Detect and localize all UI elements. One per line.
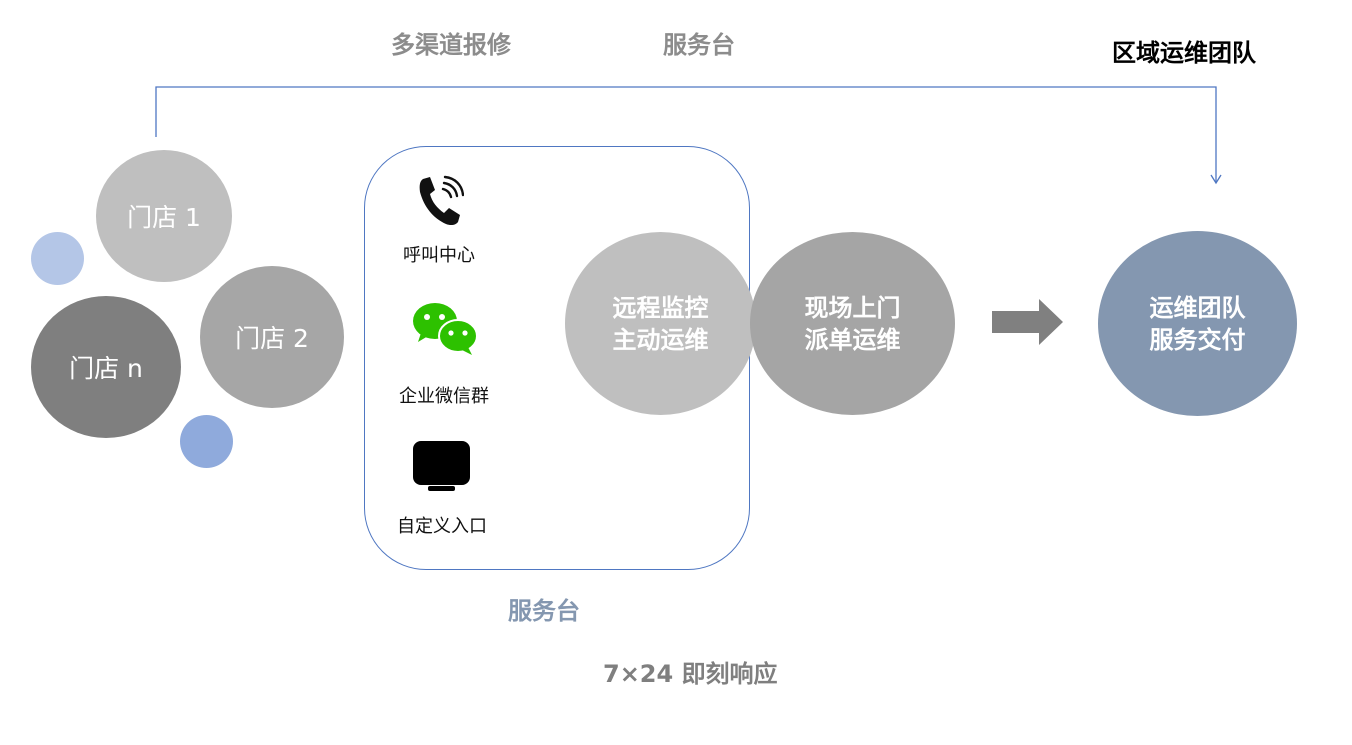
label-service-desk-top: 服务台 [663, 31, 735, 59]
store-2-circle: 门店 2 [200, 266, 344, 408]
wechat-icon [413, 303, 478, 355]
decorative-dot-medium [180, 415, 233, 468]
footer-service-desk-label: 服务台 [508, 597, 580, 625]
delivery-line-2: 服务交付 [1149, 325, 1246, 354]
delivery-line-1: 运维团队 [1149, 293, 1246, 322]
store-1-label: 门店 1 [127, 203, 201, 232]
onsite-dispatch-text: 现场上门 派单运维 [805, 292, 901, 356]
remote-line-1: 远程监控 [612, 293, 709, 322]
service-desk-channel-box [364, 146, 750, 570]
remote-monitoring-circle: 远程监控 主动运维 [565, 232, 756, 415]
channel-call-center-label: 呼叫中心 [403, 245, 475, 266]
right-arrow-icon [992, 299, 1063, 345]
remote-line-2: 主动运维 [612, 325, 709, 354]
channel-custom-entry-label: 自定义入口 [397, 516, 487, 537]
channel-wechat-group-label: 企业微信群 [399, 386, 489, 407]
onsite-line-2: 派单运维 [804, 325, 901, 354]
footer-response-label: 7×24 即刻响应 [603, 660, 778, 688]
phone-icon [419, 175, 464, 226]
label-multi-channel-repair: 多渠道报修 [391, 31, 511, 59]
service-delivery-circle: 运维团队 服务交付 [1098, 231, 1297, 416]
store-n-label: 门店 n [69, 354, 143, 383]
service-delivery-text: 运维团队 服务交付 [1150, 292, 1246, 356]
monitor-icon [413, 441, 470, 491]
store-2-label: 门店 2 [235, 324, 309, 353]
label-regional-ops-team: 区域运维团队 [1112, 39, 1256, 67]
onsite-dispatch-circle: 现场上门 派单运维 [750, 232, 955, 415]
onsite-line-1: 现场上门 [804, 293, 901, 322]
decorative-dot-light [31, 232, 84, 285]
store-1-circle: 门店 1 [96, 150, 232, 282]
remote-monitoring-text: 远程监控 主动运维 [613, 292, 709, 356]
store-n-circle: 门店 n [31, 296, 181, 438]
